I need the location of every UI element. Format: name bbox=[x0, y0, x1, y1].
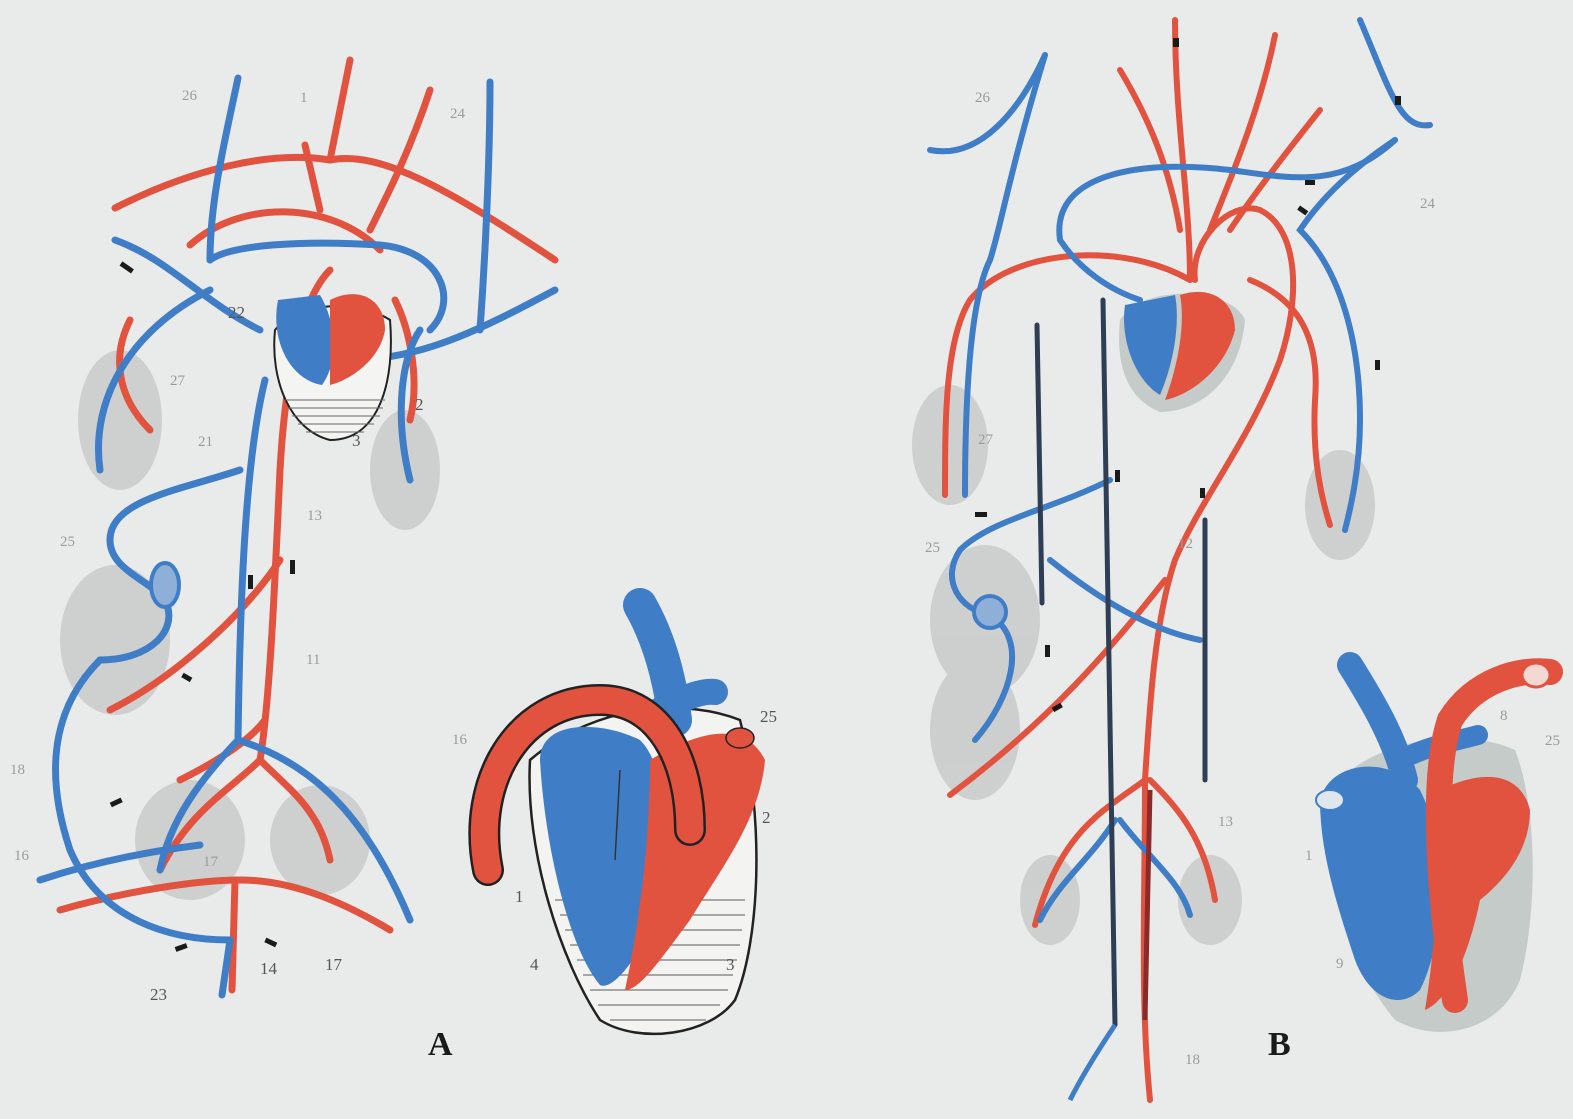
number-label: 25 bbox=[1545, 733, 1560, 749]
number-label: 24 bbox=[1420, 196, 1436, 212]
number-label: 4 bbox=[530, 955, 539, 974]
number-label: 26 bbox=[975, 90, 991, 106]
number-label: 26 bbox=[182, 88, 198, 104]
number-label: 16 bbox=[452, 732, 468, 748]
vein-opening bbox=[1316, 790, 1344, 810]
aorta-opening bbox=[1522, 663, 1550, 687]
number-label: 27 bbox=[978, 432, 994, 448]
number-label: 8 bbox=[1500, 708, 1508, 724]
arrow bbox=[1375, 360, 1380, 370]
number-label: 17 bbox=[203, 854, 219, 870]
lung-left-shadow bbox=[912, 385, 988, 505]
number-label: 27 bbox=[170, 373, 186, 389]
number-label: 13 bbox=[1218, 814, 1233, 830]
liver-portal-node bbox=[151, 563, 179, 607]
number-label: 1 bbox=[515, 887, 524, 906]
arrow bbox=[1173, 38, 1179, 47]
arrow bbox=[975, 512, 987, 517]
number-label: 22 bbox=[228, 303, 245, 322]
number-label: 25 bbox=[760, 707, 777, 726]
arrow bbox=[1115, 470, 1120, 482]
arrow bbox=[290, 560, 295, 574]
number-label: 18 bbox=[1185, 1052, 1200, 1068]
number-label: 17 bbox=[325, 955, 343, 974]
number-label: 14 bbox=[260, 959, 278, 978]
number-label: 2 bbox=[415, 395, 424, 414]
pulmonary-trunk bbox=[726, 728, 754, 748]
number-label: 18 bbox=[10, 762, 25, 778]
panel-b-label: B bbox=[1268, 1026, 1291, 1063]
number-label: 25 bbox=[925, 540, 940, 556]
number-label: 16 bbox=[14, 848, 30, 864]
arrow bbox=[1200, 488, 1205, 498]
arrow bbox=[1305, 180, 1315, 185]
number-label: 21 bbox=[198, 434, 213, 450]
number-label: 2 bbox=[762, 808, 771, 827]
number-label: 1 bbox=[300, 90, 308, 106]
caudal-artery bbox=[232, 880, 235, 990]
number-label: 12 bbox=[1178, 536, 1193, 552]
arrow bbox=[1395, 96, 1401, 105]
arrow bbox=[248, 575, 253, 589]
panel-a-label: A bbox=[428, 1026, 453, 1063]
number-label: 13 bbox=[307, 508, 322, 524]
liver-portal-node bbox=[974, 596, 1006, 628]
number-label: 3 bbox=[352, 431, 361, 450]
number-label: 11 bbox=[306, 652, 320, 668]
kidney-right-shadow bbox=[270, 785, 370, 895]
number-label: 1 bbox=[1305, 848, 1313, 864]
arrow bbox=[1045, 645, 1050, 657]
number-label: 24 bbox=[450, 106, 466, 122]
number-label: 3 bbox=[726, 955, 735, 974]
number-label: 9 bbox=[1336, 956, 1344, 972]
number-label: 23 bbox=[150, 985, 167, 1004]
number-label: 25 bbox=[60, 534, 75, 550]
